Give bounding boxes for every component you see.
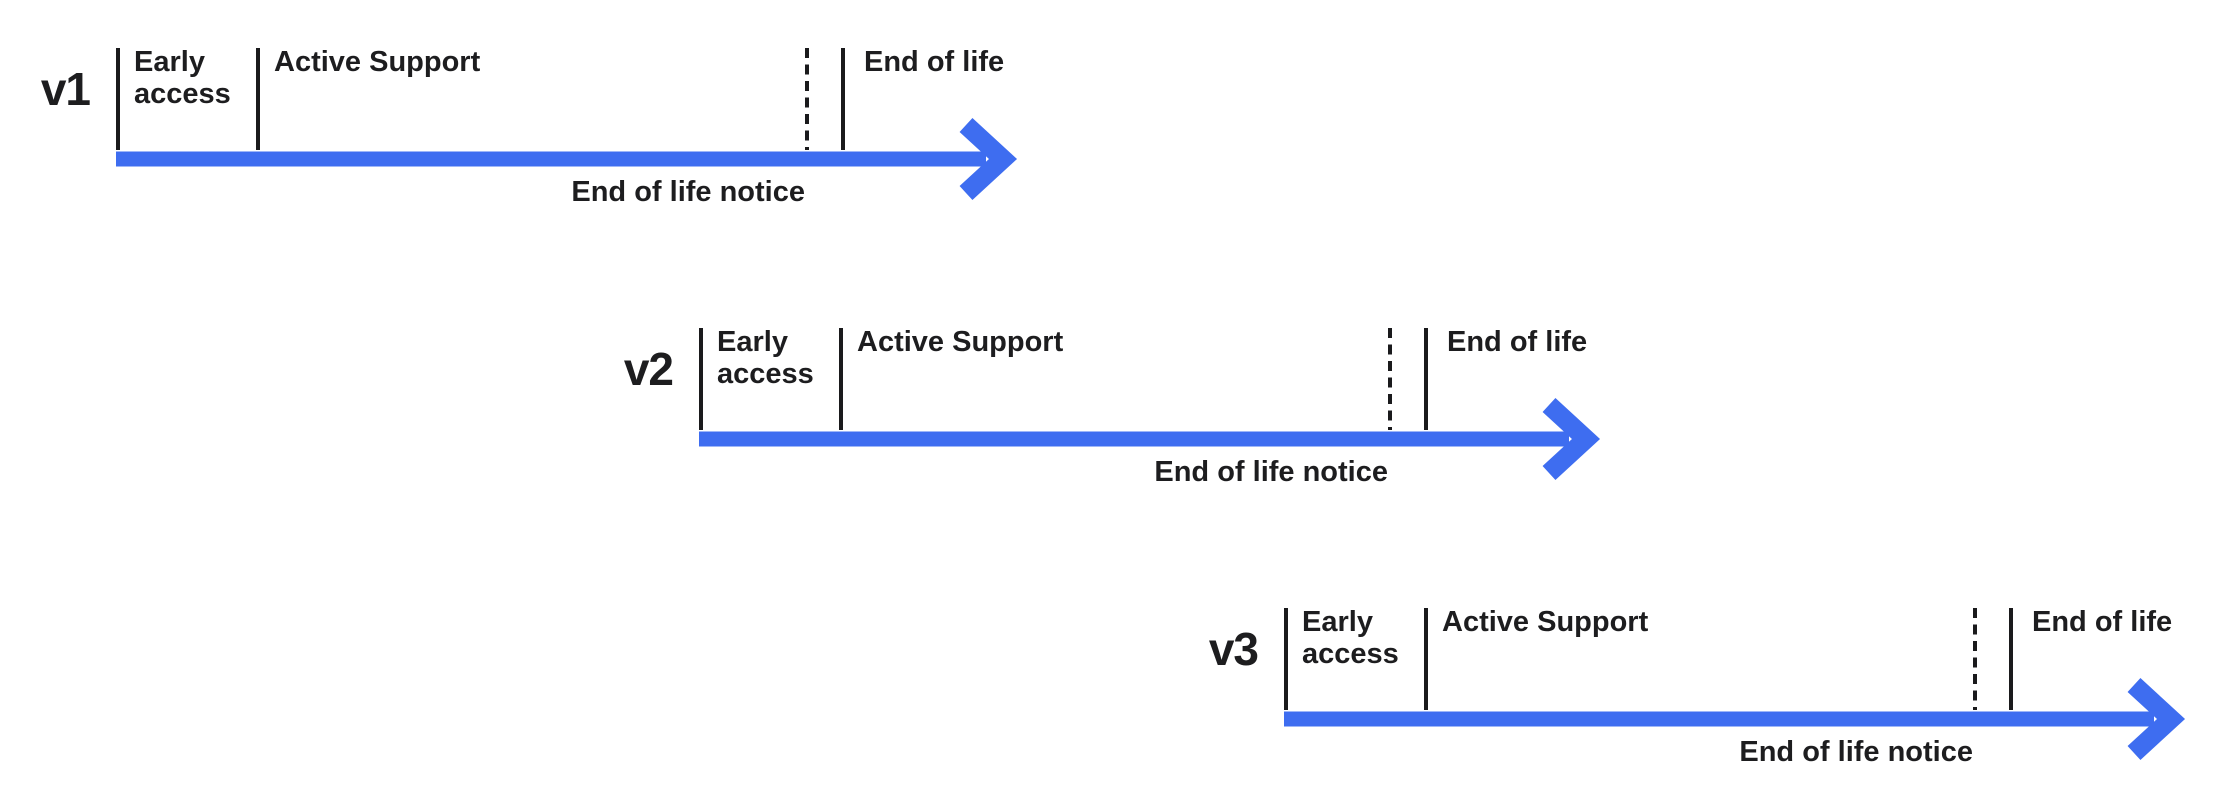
early-access-label: Early access <box>134 46 231 110</box>
active-support-label: Active Support <box>1442 606 1649 638</box>
end-of-life-notice-label: End of life notice <box>1739 736 1973 768</box>
end-of-life-label: End of life <box>2032 606 2173 638</box>
end-of-life-label: End of life <box>1447 326 1588 358</box>
timeline-arrowhead-icon <box>959 118 1018 200</box>
version-label: v1 <box>40 63 91 115</box>
end-of-life-notice-label: End of life notice <box>571 176 805 208</box>
timeline-v2-graphics <box>699 328 1601 480</box>
version-label: v2 <box>623 343 674 395</box>
timeline-v1: v1 Early access Active Support End of li… <box>18 38 1118 223</box>
timeline-v3: v3 Early access Active Support End of li… <box>1186 598 2228 783</box>
timeline-v2: v2 Early access Active Support End of li… <box>601 318 1701 503</box>
version-label: v3 <box>1208 623 1259 675</box>
timeline-v3-graphics <box>1284 608 2186 760</box>
end-of-life-label: End of life <box>864 46 1005 78</box>
end-of-life-notice-label: End of life notice <box>1154 456 1388 488</box>
early-access-label: Early access <box>717 326 814 390</box>
timeline-arrowhead-icon <box>2127 678 2186 760</box>
timeline-arrowhead-icon <box>1542 398 1601 480</box>
active-support-label: Active Support <box>274 46 481 78</box>
active-support-label: Active Support <box>857 326 1064 358</box>
timeline-v1-graphics <box>116 48 1018 200</box>
early-access-label: Early access <box>1302 606 1399 670</box>
